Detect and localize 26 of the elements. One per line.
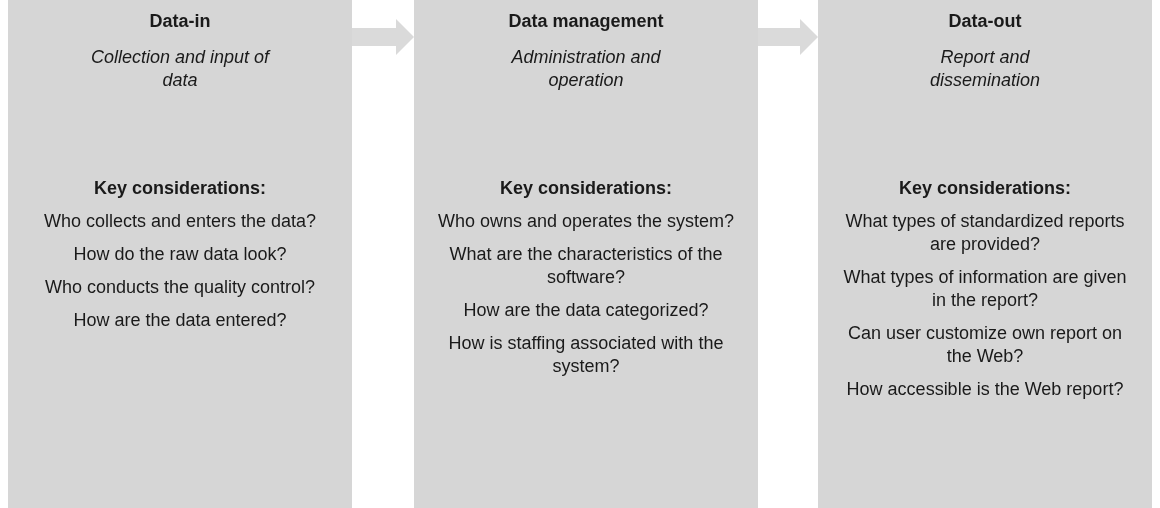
question-text: How accessible is the Web report? [846, 378, 1124, 401]
question-text: What types of standardized reports are provided? [844, 210, 1126, 256]
panel-heading: Data-out [948, 10, 1022, 33]
stage-panel [818, 0, 1152, 508]
panel-heading: Data-in [149, 10, 211, 33]
panel-subtitle: Report and dissemination [928, 46, 1042, 92]
question-text: What are the characteristics of the software? [448, 243, 724, 289]
section-heading: Key considerations: [93, 177, 266, 200]
question-text: What types of information are given in the report? [842, 266, 1128, 312]
question-text: Who conducts the quality control? [44, 276, 316, 299]
section-heading: Key considerations: [499, 177, 672, 200]
question-text: Who collects and enters the data? [43, 210, 317, 233]
panel-subtitle: Collection and input of data [89, 46, 272, 92]
question-text: How do the raw data look? [73, 243, 287, 266]
section-heading: Key considerations: [898, 177, 1071, 200]
question-text: How are the data categorized? [463, 299, 709, 322]
panel-subtitle: Administration and operation [510, 46, 662, 92]
block-arrow [758, 19, 818, 55]
question-text: Can user customize own report on the Web? [846, 322, 1124, 368]
block-arrow [352, 19, 414, 55]
question-text: How is staffing associated with the system? [447, 332, 725, 378]
stage-panel [414, 0, 758, 508]
question-text: How are the data entered? [73, 309, 287, 332]
panel-heading: Data management [508, 10, 664, 33]
question-text: Who owns and operates the system? [437, 210, 735, 233]
stage-panel [8, 0, 352, 508]
